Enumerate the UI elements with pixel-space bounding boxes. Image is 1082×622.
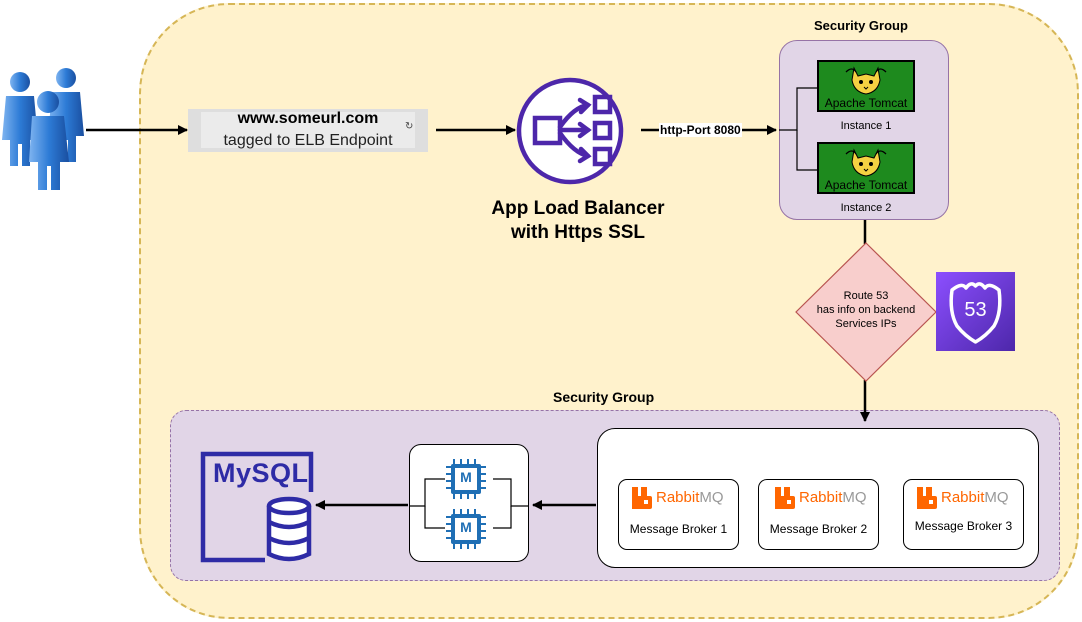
tomcat-product-label-2: Apache Tomcat: [824, 178, 908, 192]
broker-label-1: Message Broker 1: [629, 522, 728, 536]
route53-text-3: Services IPs: [835, 318, 897, 330]
rabbitmq-icon: [775, 487, 797, 509]
url-box-inner: [201, 112, 415, 148]
tomcat-product-label-1: Apache Tomcat: [824, 96, 908, 110]
mysql-database-icon[interactable]: [199, 450, 317, 564]
bottom-security-group-title: Security Group: [553, 389, 655, 405]
chip-letter-2: M: [460, 519, 472, 535]
route53-text-2: has info on backend: [816, 304, 916, 316]
edge-label-port: http-Port 8080: [659, 123, 742, 137]
url-text: www.someurl.com: [237, 110, 379, 127]
route53-badge-text: 53: [964, 299, 987, 321]
chip-icon[interactable]: [444, 457, 488, 501]
message-broker-3[interactable]: [903, 479, 1024, 550]
chip-icon[interactable]: [444, 507, 488, 551]
mysql-label: MySQL: [213, 458, 309, 488]
top-security-group-title: Security Group: [814, 18, 908, 33]
route53-diamond: [795, 242, 937, 382]
elb-label-line1: App Load Balancer: [491, 198, 665, 219]
broker-label-2: Message Broker 2: [769, 522, 868, 536]
url-subtext: tagged to ELB Endpoint: [223, 132, 393, 149]
rabbitmq-icon: [917, 487, 939, 509]
elb-icon: [516, 77, 624, 185]
elb-label-line2: with Https SSL: [510, 222, 646, 243]
chip-letter-1: M: [460, 469, 472, 485]
route53-text-1: Route 53: [843, 290, 889, 302]
instance-label-1: Instance 1: [840, 120, 892, 132]
rabbitmq-brand-1: RabbitMQ: [656, 489, 724, 506]
tomcat-cat-icon: [845, 66, 887, 95]
refresh-icon: ↻: [405, 121, 414, 132]
rabbitmq-brand-2: RabbitMQ: [799, 489, 867, 506]
message-broker-1[interactable]: [618, 479, 739, 550]
compute-bracket: [409, 478, 529, 529]
rabbitmq-icon: [632, 487, 654, 509]
rabbitmq-brand-3: RabbitMQ: [941, 489, 1009, 506]
broker-label-3: Message Broker 3: [914, 519, 1013, 533]
route53-shield-icon: [949, 282, 1002, 344]
tomcat-cat-icon: [845, 148, 887, 177]
users-icon: [2, 68, 84, 190]
instance-label-2: Instance 2: [840, 202, 892, 214]
instances-bracket: [779, 87, 817, 171]
